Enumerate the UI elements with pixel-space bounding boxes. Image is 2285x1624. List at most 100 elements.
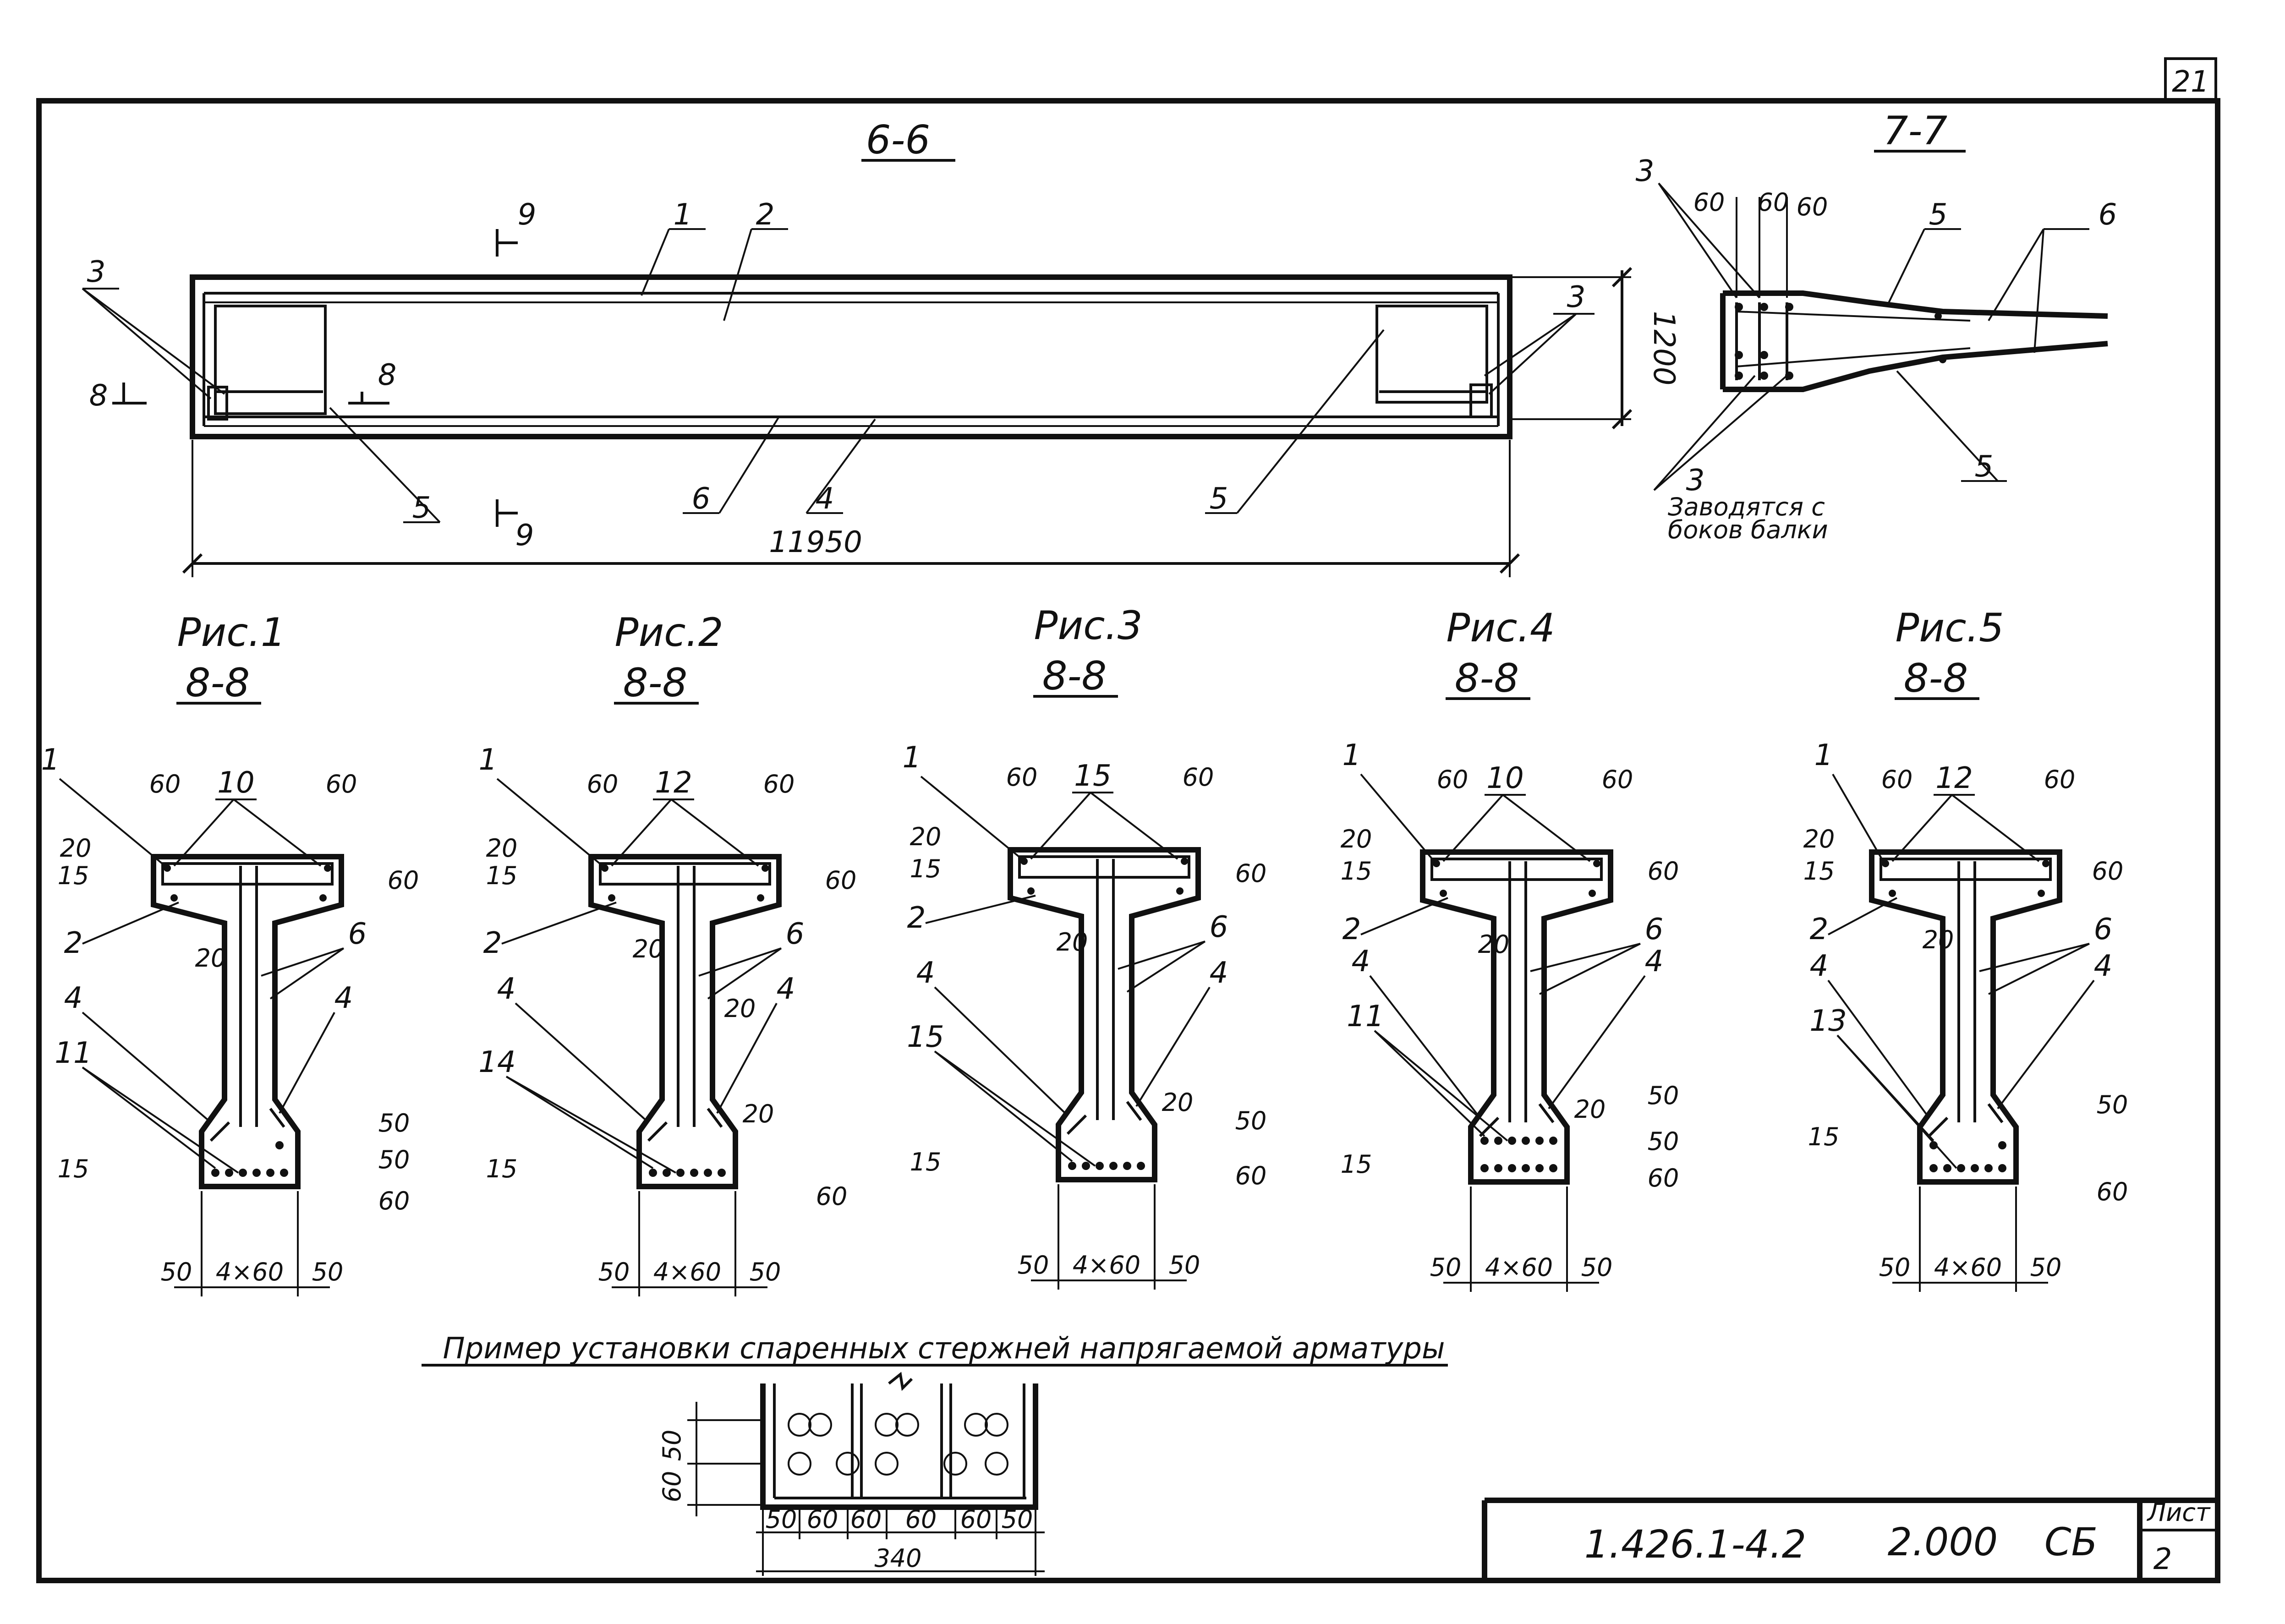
example-dim-3: 60 [850,1505,882,1534]
fig3-pitch: 4×60 [1073,1251,1140,1280]
example-dim-1: 50 [766,1505,797,1534]
doc-code: 1.426.1-4.2 [1584,1522,1807,1567]
fig4-dim-15-top: 15 [1341,857,1372,886]
fig1-name: Рис.1 [177,610,285,656]
fig4-section: 8-8 [1455,656,1519,701]
view-77-title: 7-7 [1883,108,1947,154]
fig5-dim-15-top: 15 [1803,857,1835,886]
fig3-callout-4-left: 4 [916,956,935,990]
main-view: 6-6 11950 1200 1 [82,117,1681,577]
main-height-dim: 1200 [1647,311,1681,386]
example-dim-5: 60 [960,1505,992,1534]
fig2-callout-6: 6 [786,917,805,951]
fig5-bottom-callout: 13 [1809,1004,1847,1038]
fig5-dim-60-right: 60 [2044,765,2076,794]
fig4-dim-60-bottom: 60 [1648,1164,1679,1192]
fig1-dim-15-top: 15 [58,861,89,890]
fig5-dim-60-bottom: 60 [2097,1177,2128,1206]
sheet-frame [36,98,2220,1583]
fig1-dim-50-left: 50 [161,1258,192,1286]
fig3-dim-50-left: 50 [1018,1251,1049,1280]
paired-bars-example: Пример установки спаренных стержней напр… [422,1332,1448,1576]
fig3-name: Рис.3 [1034,603,1142,649]
fig4-dim-20: 20 [1341,825,1372,853]
fig3-callout-1: 1 [903,741,921,775]
example-dim-4: 60 [905,1505,937,1534]
fig1-callout-1: 1 [41,743,60,777]
fig2-pitch: 4×60 [653,1258,721,1286]
fig5-pitch: 4×60 [1934,1253,2002,1282]
fig5-dim-50-right: 50 [2030,1253,2062,1282]
fig1-callout-6: 6 [348,917,367,951]
doc-type: СБ [2044,1520,2098,1564]
fig3-dim-15-bottom: 15 [910,1148,942,1176]
main-callout-3-right: 3 [1567,280,1586,314]
fig3-callout-2: 2 [907,901,926,935]
fig5-callout-6: 6 [2094,913,2113,946]
fig5-dim-20: 20 [1803,825,1835,853]
view-77-callout-3-top: 3 [1636,154,1655,188]
fig4-dim-50-left: 50 [1430,1253,1462,1282]
fig1-section: 8-8 [186,660,250,706]
fig1-dim-50-a: 50 [378,1109,410,1137]
fig3-callout-4-right: 4 [1210,956,1228,990]
fig1-dim-60-left: 60 [149,770,181,798]
fig2-callout-2: 2 [483,926,502,960]
fig2-dim-60-left: 60 [587,770,619,798]
fig4-callout-6: 6 [1645,913,1664,946]
main-length-dim: 11950 [769,525,862,559]
fig1-dim-20-web: 20 [195,944,227,973]
fig1-dim-50-b: 50 [378,1145,410,1174]
fig5-section: 8-8 [1904,656,1968,701]
main-callout-3-left: 3 [87,255,106,289]
fig1-dim-50-right: 50 [312,1258,344,1286]
fig1-pitch: 4×60 [216,1258,284,1286]
view-77-dim-1: 60 [1693,188,1725,217]
fig3-dim-60-left: 60 [1006,763,1038,792]
main-callout-6: 6 [692,482,711,516]
fig1-callout-2: 2 [64,926,83,960]
fig4-dim-60-side: 60 [1648,857,1679,886]
fig5-callout-2: 2 [1810,913,1829,946]
fig2-dim-15-top: 15 [486,861,518,890]
fig5-dim-20-web: 20 [1923,925,1954,954]
fig2-dim-20-web2: 20 [724,994,756,1023]
fig2-dim-60-right: 60 [763,770,795,798]
example-dim-6: 50 [1002,1505,1033,1534]
fig3-dim-15-top: 15 [910,854,942,883]
fig4-bottom-callout: 11 [1347,1000,1384,1033]
fig3-dim-20: 20 [910,822,942,851]
fig2-dim-20: 20 [486,834,518,863]
fig1-dim-15-bottom: 15 [58,1154,89,1183]
main-callout-4: 4 [816,482,834,516]
fig2-dim-60-side: 60 [825,866,857,895]
fig1-bottom-callout: 11 [55,1036,92,1070]
fig1-top-callout: 10 [217,766,254,800]
main-callout-5-left: 5 [412,491,431,525]
fig4-callout-4-right: 4 [1645,945,1664,979]
fig2-dim-50-right: 50 [750,1258,781,1286]
fig4-dim-50-b: 50 [1648,1127,1679,1156]
fig2-dim-50-left: 50 [598,1258,630,1286]
fig2-callout-1: 1 [479,743,498,777]
fig3-dim-60-bottom: 60 [1235,1161,1267,1190]
fig3-top-callout: 15 [1074,759,1111,793]
fig3-dim-50-right: 50 [1169,1251,1200,1280]
fig5-dim-50-left: 50 [1879,1253,1911,1282]
fig1-dim-20: 20 [60,834,92,863]
section-mark-8-left: 8 [89,379,108,413]
fig3-callout-6: 6 [1210,910,1228,944]
fig4-callout-4-left: 4 [1352,945,1370,979]
sheet-number: 2 [2153,1542,2172,1576]
fig1-callout-4-left: 4 [64,981,83,1015]
fig4-dim-60-left: 60 [1437,765,1469,794]
fig4-dim-60-right: 60 [1602,765,1633,794]
view-77: 7-7 60 60 60 3 5 6 [1636,108,2117,544]
fig4-dim-50-right: 50 [1581,1253,1613,1282]
fig2-callout-4-left: 4 [497,972,516,1006]
view-77-note-2: боков балки [1668,515,1828,544]
fig4-name: Рис.4 [1446,605,1555,651]
fig3-dim-20-corner: 20 [1162,1088,1194,1117]
fig4-dim-20-web: 20 [1478,930,1510,959]
